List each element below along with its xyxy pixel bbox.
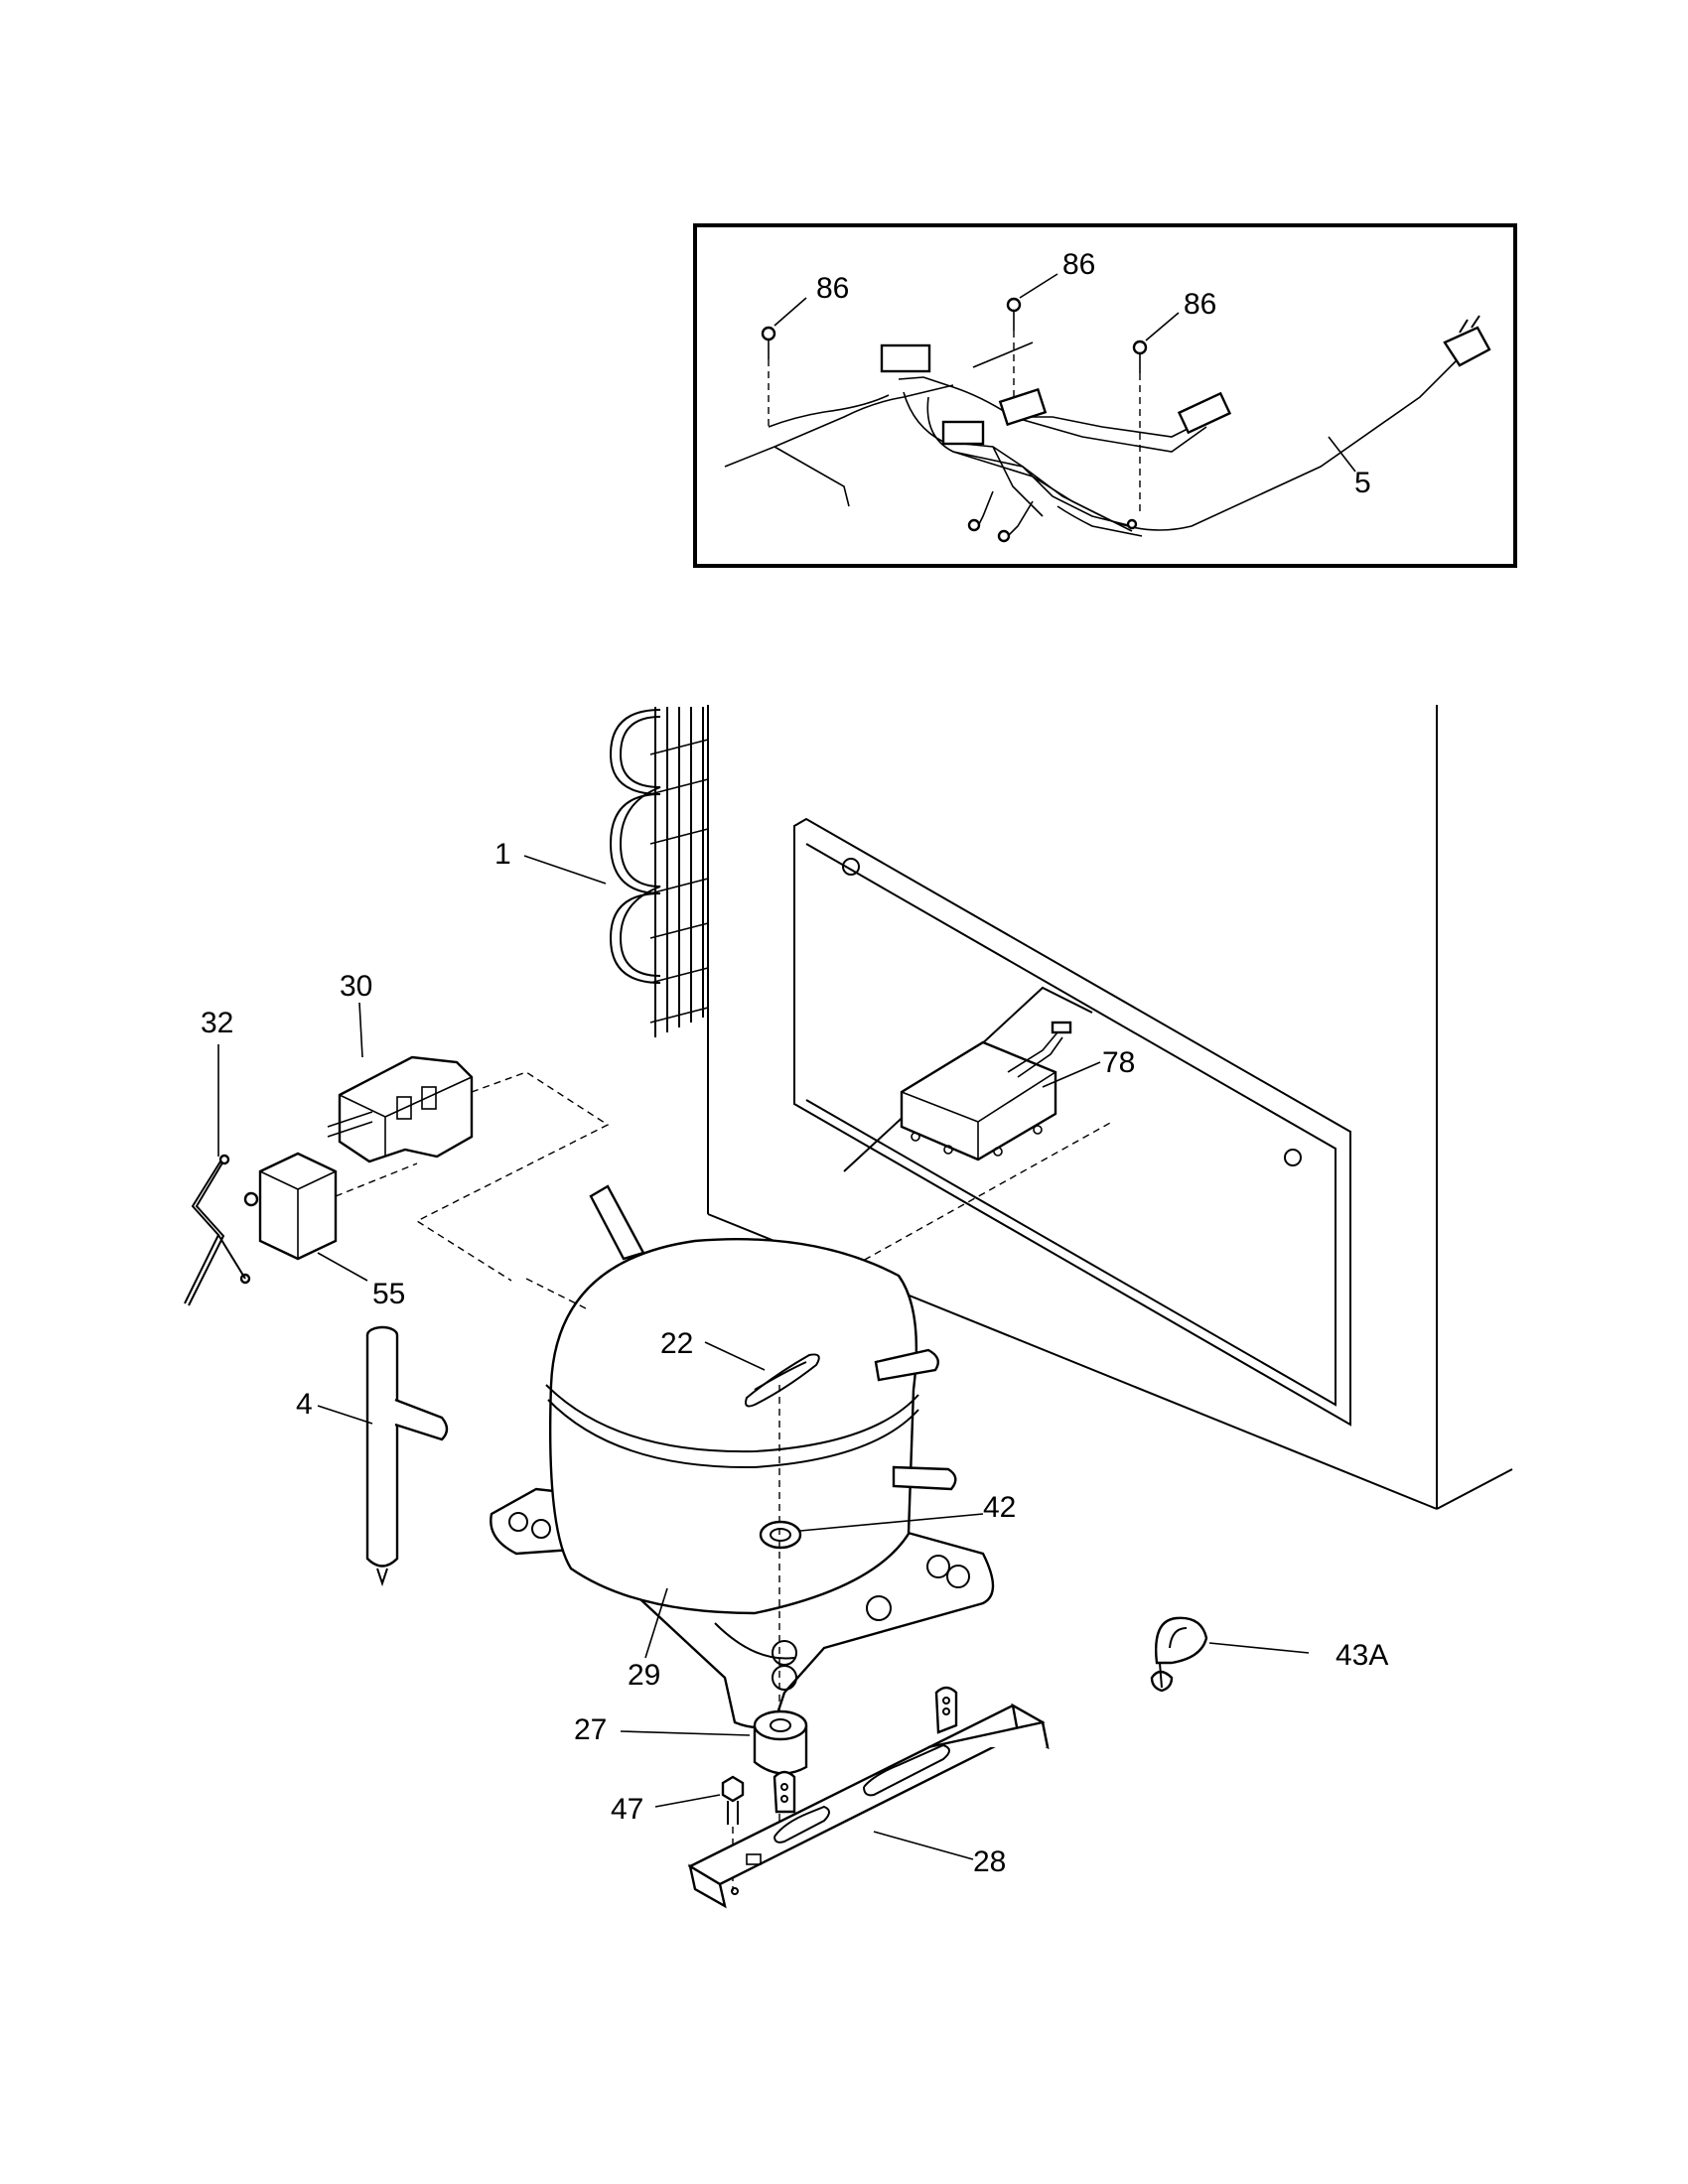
label-28: 28 [973, 1845, 1006, 1878]
label-47: 47 [611, 1793, 643, 1826]
label-32: 32 [201, 1007, 233, 1039]
wire-clip [184, 1154, 251, 1306]
power-plug [1443, 315, 1491, 367]
inset-panel: 86 86 86 5 [693, 223, 1517, 568]
harness-connector-b [998, 387, 1048, 427]
label-55: 55 [372, 1278, 405, 1310]
compressor [490, 1184, 995, 1729]
rubber-mount [753, 1709, 808, 1775]
label-43A: 43A [1336, 1639, 1388, 1672]
condenser-coil [609, 707, 709, 1037]
label-86-c: 86 [1184, 288, 1216, 321]
label-22: 22 [660, 1327, 693, 1360]
label-78: 78 [1102, 1046, 1135, 1079]
label-27: 27 [574, 1713, 607, 1746]
label-1: 1 [494, 838, 511, 871]
overload-relay [243, 1152, 338, 1261]
harness-connector-a [880, 343, 931, 373]
inset-frame [693, 223, 1517, 568]
drier [365, 1325, 449, 1587]
harness-connector-d [1177, 391, 1232, 435]
label-86-a: 86 [816, 272, 849, 305]
relay-housing [327, 1055, 474, 1163]
screw-86-c [1132, 340, 1148, 516]
mounting-bracket [687, 1686, 1050, 1909]
screw-86-a [761, 326, 776, 427]
label-4: 4 [296, 1388, 313, 1421]
label-42: 42 [983, 1491, 1016, 1524]
bolt [721, 1775, 745, 1825]
wiring-harness [724, 341, 1461, 537]
label-5: 5 [1354, 467, 1371, 499]
control-box [900, 1021, 1072, 1161]
label-86-b: 86 [1062, 248, 1095, 281]
clip-22 [745, 1353, 820, 1408]
label-29: 29 [628, 1659, 660, 1692]
harness-connector-c [941, 420, 985, 446]
label-30: 30 [340, 970, 372, 1003]
clamp [1150, 1616, 1208, 1693]
